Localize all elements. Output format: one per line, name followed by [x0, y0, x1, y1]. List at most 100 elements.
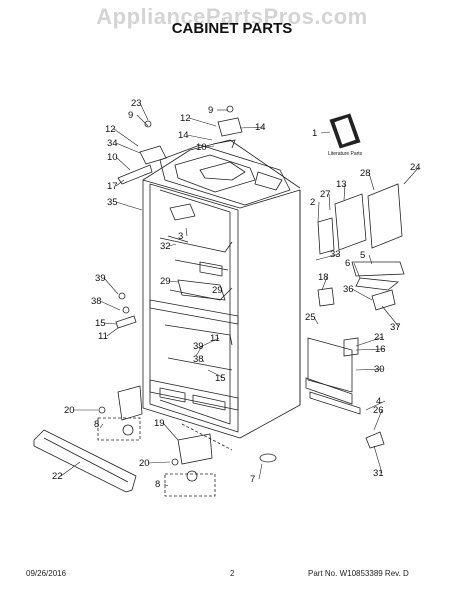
callout-label: 15: [215, 373, 226, 384]
callout-label: 1: [312, 128, 317, 139]
callout-label: 8: [155, 479, 160, 490]
callout-label: 14: [178, 130, 189, 141]
cabinet-outline: [142, 179, 301, 439]
callout-label: 23: [131, 98, 142, 109]
callout-leader: [328, 193, 331, 211]
callout-leader: [355, 348, 385, 351]
callout-leader: [168, 243, 177, 247]
callout-label: 12: [180, 113, 191, 124]
callout-label: 11: [210, 333, 220, 344]
callout-label: 26: [373, 405, 384, 416]
callout-label: 32: [160, 241, 171, 252]
callout-label: 13: [336, 179, 347, 190]
callout-label: 9: [128, 110, 133, 121]
callout-leader: [163, 483, 169, 487]
callout-leader: [99, 423, 104, 429]
callout-label: 31: [373, 468, 384, 479]
callout-label: 35: [107, 197, 118, 208]
callout-label: 12: [105, 124, 116, 135]
footer-part-number: Part No. W10853389 Rev. D: [308, 569, 409, 578]
callout-leader: [355, 368, 384, 371]
callout-label: 33: [330, 249, 341, 260]
callout-leader: [315, 253, 340, 261]
callout-leader: [368, 172, 375, 191]
callout-leader: [115, 156, 131, 171]
callout-leader: [258, 463, 263, 480]
callout-leader: [188, 117, 217, 127]
callout-label: 5: [360, 250, 365, 261]
callout-label: 7: [250, 474, 255, 485]
callout-leader: [185, 227, 188, 237]
callout-label: 16: [375, 344, 386, 355]
callout-label: 29: [212, 285, 223, 296]
callout-label: 18: [318, 272, 329, 283]
callout-label: 25: [305, 312, 316, 323]
callout-label: 11: [98, 331, 108, 342]
callout-label: 38: [91, 296, 102, 307]
callout-label: 30: [374, 364, 385, 375]
callout-leader: [186, 134, 213, 141]
callout-leader: [373, 409, 383, 431]
callout-label: 15: [95, 318, 106, 329]
callout-label: 34: [107, 138, 118, 149]
callout-leader: [239, 126, 265, 129]
callout-leader: [60, 461, 81, 477]
callout-leader: [99, 300, 121, 311]
callout-leader: [201, 358, 205, 363]
callout-leader: [139, 102, 149, 121]
callout-leader: [147, 461, 171, 464]
callout-label: 20: [139, 458, 150, 469]
callout-leader: [103, 277, 119, 295]
callout-leader: [207, 369, 225, 379]
literature-caption: Literature Parts: [328, 151, 363, 157]
callout-leader: [115, 142, 141, 154]
callout-leader: [220, 289, 223, 293]
callout-label: 29: [160, 276, 171, 287]
callout-label: 20: [64, 405, 75, 416]
callout-leader: [353, 262, 361, 279]
callout-leader: [162, 422, 179, 441]
callout-label: 4: [376, 396, 381, 407]
callout-leader: [373, 445, 383, 474]
callout-leader: [106, 327, 119, 337]
callout-label: 22: [52, 471, 63, 482]
callout-leader: [368, 254, 373, 265]
callout-leader: [168, 280, 179, 283]
callout-label: 36: [343, 284, 354, 295]
callout-label: 2: [310, 197, 315, 208]
callout-label: 38: [193, 354, 204, 365]
callout-leader: [103, 322, 117, 325]
callout-leader: [365, 400, 386, 411]
callout-leader: [403, 166, 420, 185]
callout-label: 17: [107, 181, 118, 192]
callout-leader: [115, 179, 125, 187]
callout-label: 21: [374, 332, 385, 343]
callout-label: 39: [95, 273, 106, 284]
footer-date: 09/26/2016: [26, 569, 67, 578]
callout-label: 14: [255, 122, 266, 133]
callout-label: 9: [208, 105, 213, 116]
callout-leader: [320, 131, 331, 134]
callout-label: 19: [154, 418, 165, 429]
callout-leader: [355, 336, 384, 347]
watermark: AppliancePartsPros.com: [96, 4, 368, 29]
callout-leader: [136, 114, 149, 127]
callout-label: 39: [193, 341, 204, 352]
callout-leader: [115, 201, 143, 211]
callout-label: 10: [196, 142, 207, 153]
callout-leader: [204, 145, 215, 148]
callout-leader: [381, 305, 400, 328]
callout-leader: [195, 345, 203, 357]
callout-label: 3: [178, 231, 183, 242]
page-title: CABINET PARTS: [171, 20, 293, 37]
callout-label: 6: [345, 258, 350, 269]
callout-label: 28: [360, 168, 371, 179]
callout-leader: [343, 183, 346, 201]
callout-leader: [113, 128, 139, 147]
footer-page: 2: [230, 569, 235, 578]
callout-label: 37: [390, 322, 401, 333]
callout-leader: [321, 276, 328, 291]
callout-label: 24: [410, 162, 421, 173]
callout-label: 10: [107, 152, 118, 163]
